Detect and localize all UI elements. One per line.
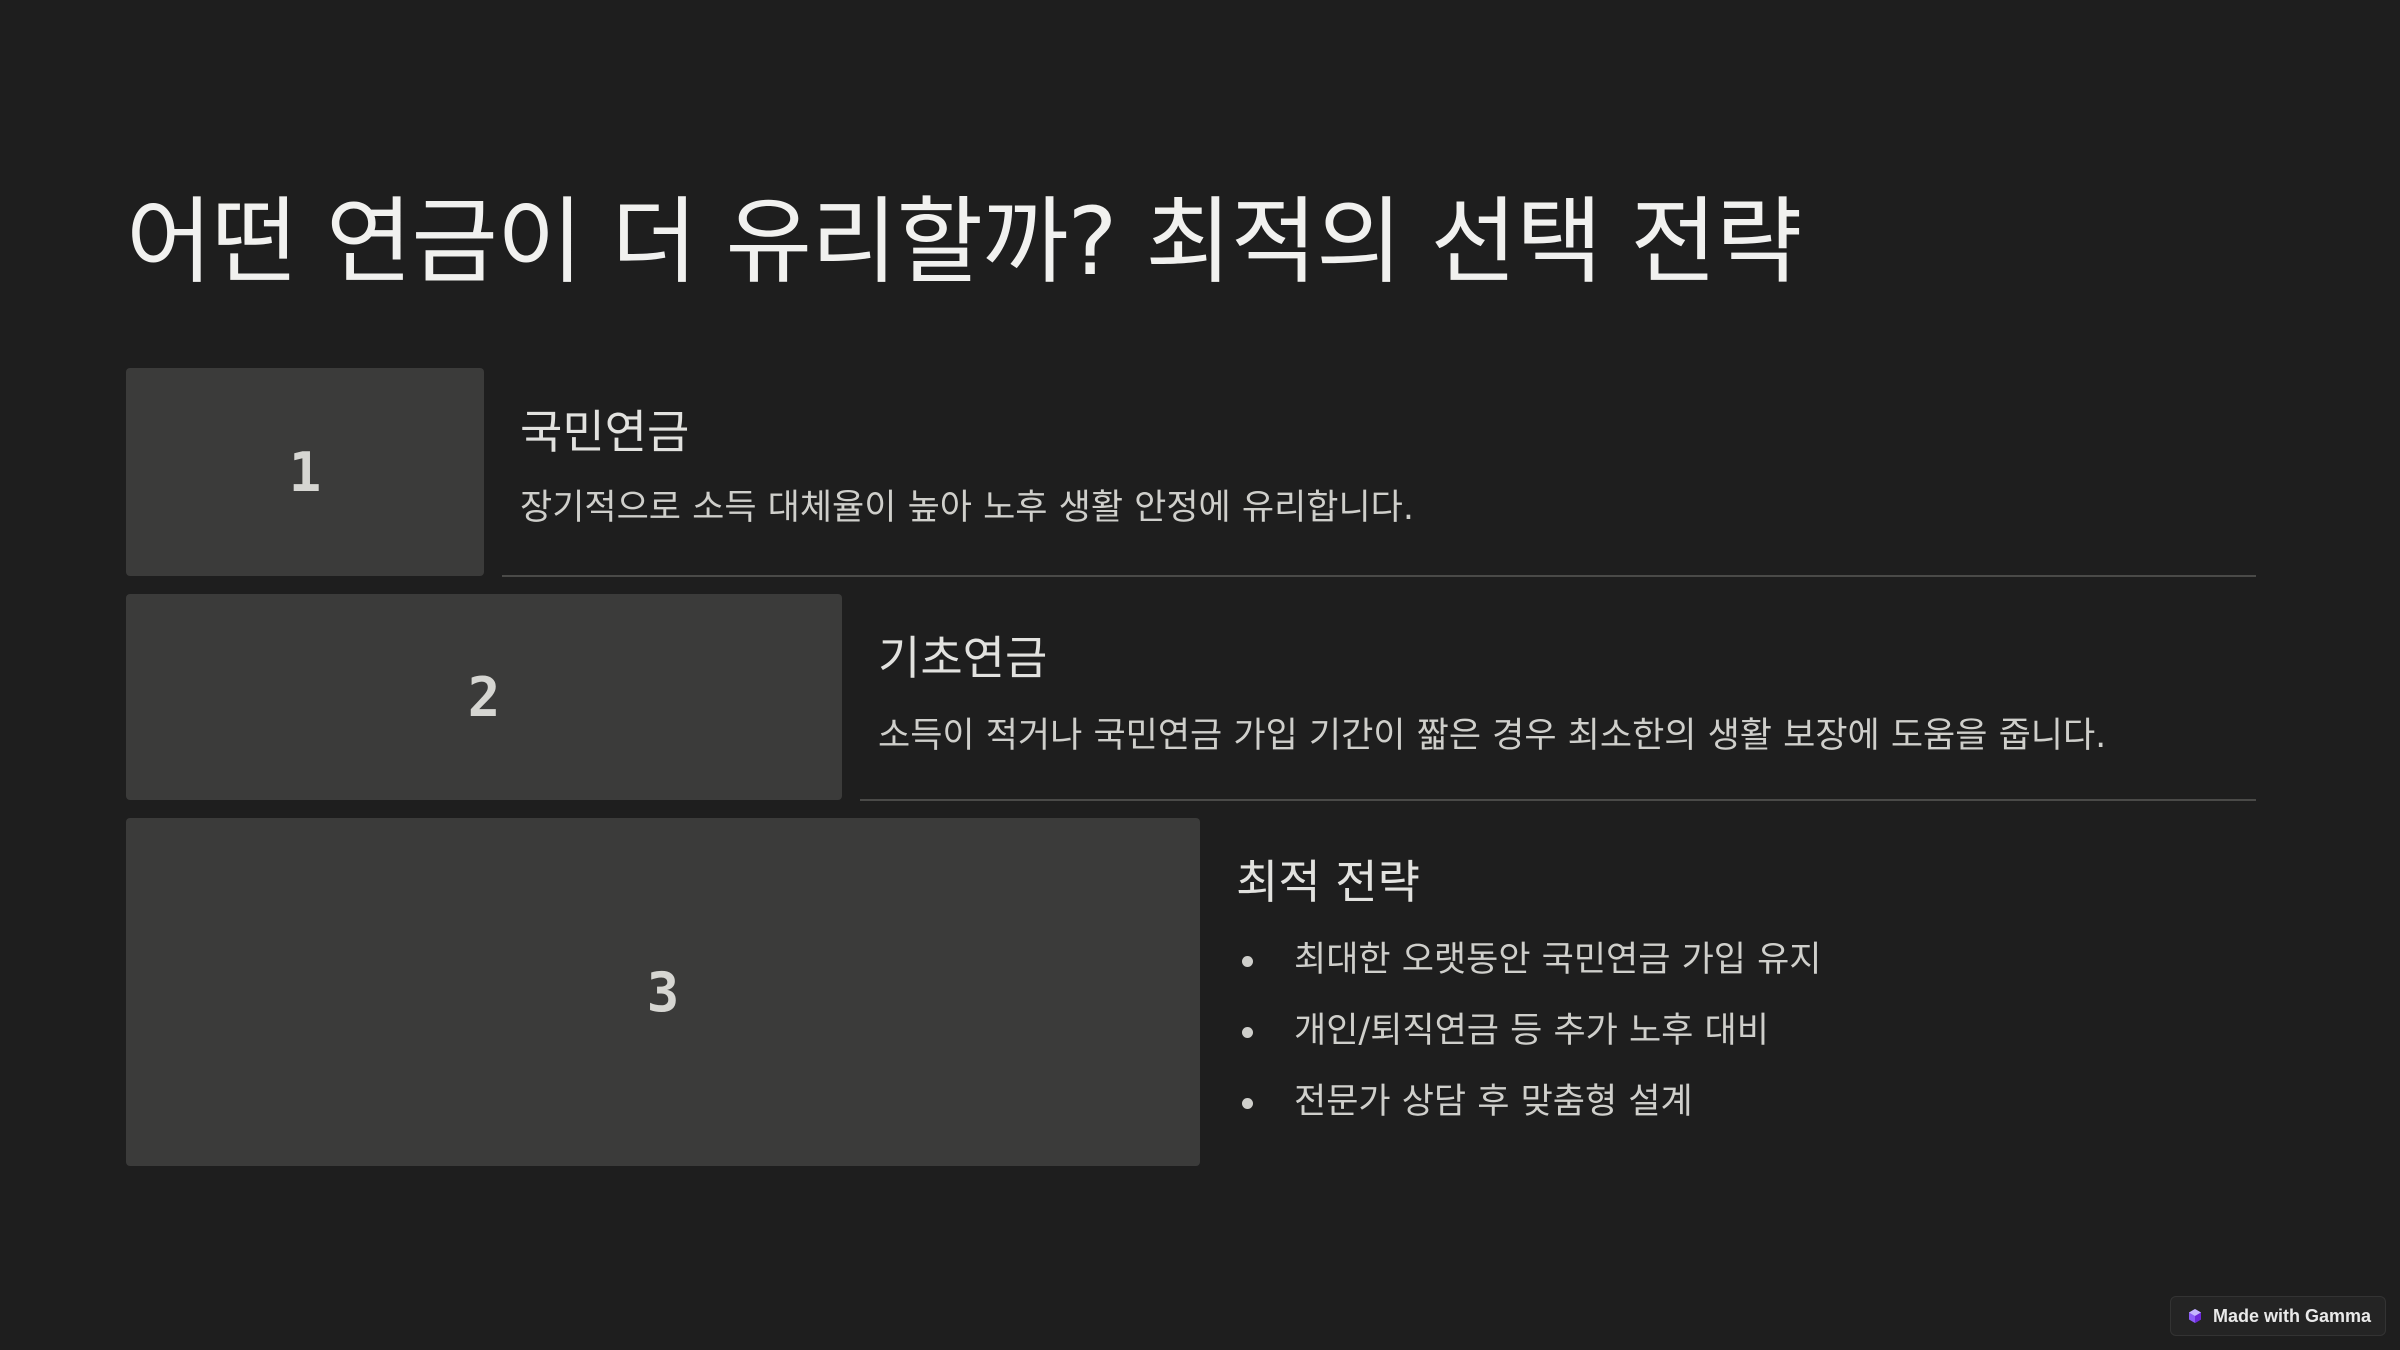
step-2-heading: 기초연금 — [878, 631, 1048, 685]
step-1-number: 1 — [288, 440, 322, 504]
step-1-heading: 국민연금 — [520, 405, 690, 459]
step-1-description: 장기적으로 소득 대체율이 높아 노후 생활 안정에 유리합니다. — [520, 488, 1415, 528]
step-3-number-box: 3 — [126, 818, 1200, 1166]
made-with-gamma-label: Made with Gamma — [2213, 1305, 2372, 1326]
strategy-bullet-text: 최대한 오랫동안 국민연금 가입 유지 — [1294, 940, 1822, 980]
step-2-number: 2 — [467, 665, 501, 729]
step-1-divider — [502, 575, 2256, 577]
strategy-bullet-item: 개인/퇴직연금 등 추가 노후 대비 — [1236, 1007, 1822, 1055]
gamma-logo-icon — [2189, 1309, 2201, 1323]
step-2-description: 소득이 적거나 국민연금 가입 기간이 짧은 경우 최소한의 생활 보장에 도움… — [878, 716, 2107, 756]
strategy-bullet-text: 전문가 상담 후 맞춤형 설계 — [1294, 1082, 1693, 1122]
strategy-bullet-item: 전문가 상담 후 맞춤형 설계 — [1236, 1078, 1822, 1126]
made-with-gamma-badge[interactable]: Made with Gamma — [2170, 1296, 2386, 1336]
bullet-dot-icon — [1242, 1098, 1253, 1109]
step-3-number: 3 — [646, 960, 680, 1024]
step-1-number-box: 1 — [126, 368, 484, 576]
step-3-heading: 최적 전략 — [1236, 855, 1420, 909]
bullet-dot-icon — [1242, 1027, 1253, 1038]
slide-title: 어떤 연금이 더 유리할까? 최적의 선택 전략 — [126, 188, 1802, 297]
strategy-bullet-list: 최대한 오랫동안 국민연금 가입 유지 개인/퇴직연금 등 추가 노후 대비 전… — [1236, 936, 1822, 1149]
bullet-dot-icon — [1242, 956, 1253, 967]
strategy-bullet-item: 최대한 오랫동안 국민연금 가입 유지 — [1236, 936, 1822, 984]
strategy-bullet-text: 개인/퇴직연금 등 추가 노후 대비 — [1294, 1011, 1769, 1051]
step-2-number-box: 2 — [126, 594, 842, 800]
step-2-divider — [860, 799, 2256, 801]
